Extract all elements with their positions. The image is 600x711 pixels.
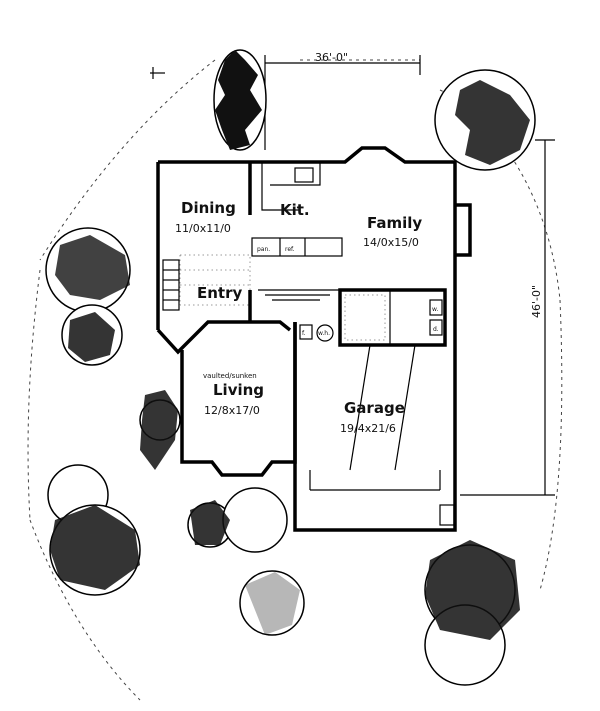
house-walls: pan. ref. w. d. w.h. f. xyxy=(156,146,472,532)
furnace-label: f. xyxy=(302,330,306,337)
width-dimension-label: 36'-0" xyxy=(315,51,348,64)
entry-name: Entry xyxy=(197,284,242,302)
water-heater-label: w.h. xyxy=(318,330,330,337)
tree-left-upper xyxy=(45,227,131,313)
family-name: Family xyxy=(367,214,422,232)
depth-dimension-label: 46'-0" xyxy=(530,285,543,318)
tree-front xyxy=(187,487,288,553)
refrigerator-label: ref. xyxy=(285,246,295,253)
tree-top-left xyxy=(213,49,267,151)
tree-left-middle xyxy=(61,304,123,366)
living-note: vaulted/sunken xyxy=(203,372,257,380)
width-dimension: 36'-0" xyxy=(150,51,421,150)
garage-name: Garage xyxy=(344,399,405,417)
washer-label: w. xyxy=(432,306,438,313)
tree-bottom-center xyxy=(239,570,305,636)
tree-living-left xyxy=(139,390,181,470)
depth-dimension: 46'-0" xyxy=(460,139,555,496)
dryer-label: d. xyxy=(433,326,439,333)
lot-lines xyxy=(27,59,563,701)
kitchen-name: Kit. xyxy=(280,201,310,219)
tree-top-right xyxy=(434,69,536,171)
pantry-label: pan. xyxy=(257,246,270,253)
garage-size: 19/4x21/6 xyxy=(340,422,396,435)
living-size: 12/8x17/0 xyxy=(204,404,260,417)
trees xyxy=(45,49,536,686)
tree-left-lower xyxy=(47,464,141,596)
living-name: Living xyxy=(213,381,264,399)
room-labels: Dining 11/0x11/0 Kit. Family 14/0x15/0 E… xyxy=(175,199,422,435)
tree-bottom-right xyxy=(424,540,520,686)
dining-size: 11/0x11/0 xyxy=(175,222,231,235)
dining-name: Dining xyxy=(181,199,236,217)
family-size: 14/0x15/0 xyxy=(363,236,419,249)
